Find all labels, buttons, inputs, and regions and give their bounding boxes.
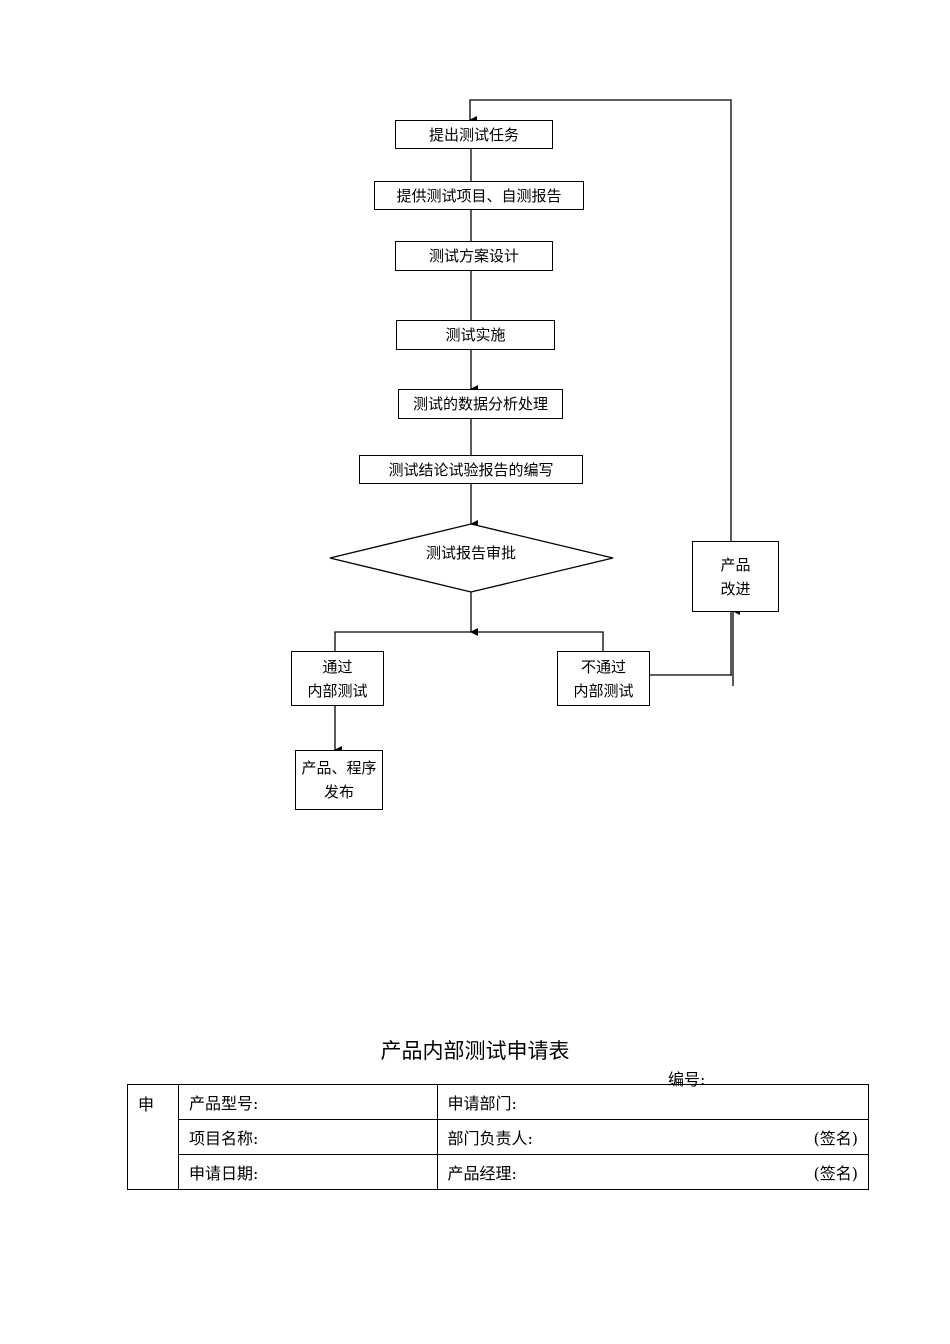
fail-box: 不通过 内部测试 xyxy=(557,651,650,706)
branch-line xyxy=(334,631,604,651)
table-row: 申 产品型号: 申请部门: xyxy=(127,1084,869,1190)
flow-step-1: 提出测试任务 xyxy=(395,120,553,149)
table-row: 项目名称: 部门负责人: (签名) xyxy=(128,1119,869,1155)
pass-box: 通过 内部测试 xyxy=(291,651,384,706)
flow-step-6: 测试结论试验报告的编写 xyxy=(359,455,583,484)
side-label: 申 xyxy=(127,1084,179,1190)
field-label: 产品经理: xyxy=(447,1164,517,1183)
flowchart-connectors xyxy=(329,99,740,754)
field-label: 申请部门: xyxy=(447,1094,517,1113)
product-manager-field[interactable]: 产品经理: (签名) xyxy=(436,1154,869,1190)
flow-step-2: 提供测试项目、自测报告 xyxy=(374,181,584,210)
application-form-table: 申 产品型号: 申请部门: 项目名称: 部门负责人: (签名) 申请日期: 产品经… xyxy=(127,1084,869,1190)
loop-line xyxy=(469,99,732,675)
decision-label: 测试报告审批 xyxy=(425,544,516,562)
signature-note: (签名) xyxy=(813,1129,859,1148)
improve-box: 产品 改进 xyxy=(692,541,779,612)
applying-department-field[interactable]: 申请部门: xyxy=(436,1084,869,1120)
project-name-field[interactable]: 项目名称: xyxy=(178,1119,438,1155)
form-title: 产品内部测试申请表 xyxy=(380,1039,570,1063)
field-label: 部门负责人: xyxy=(447,1129,533,1148)
test-flowchart: 提出测试任务 提供测试项目、自测报告 测试方案设计 测试实施 测试的数据分析处理… xyxy=(291,99,779,810)
flow-step-4: 测试实施 xyxy=(396,320,555,350)
application-date-field[interactable]: 申请日期: xyxy=(178,1154,438,1190)
department-head-field[interactable]: 部门负责人: (签名) xyxy=(436,1119,869,1155)
signature-note: (签名) xyxy=(813,1164,859,1183)
table-row: 申请日期: 产品经理: (签名) xyxy=(128,1154,869,1190)
flow-step-3: 测试方案设计 xyxy=(395,241,553,271)
product-model-field[interactable]: 产品型号: xyxy=(178,1084,438,1120)
flow-step-5: 测试的数据分析处理 xyxy=(398,389,563,419)
release-box: 产品、程序 发布 xyxy=(295,750,383,810)
